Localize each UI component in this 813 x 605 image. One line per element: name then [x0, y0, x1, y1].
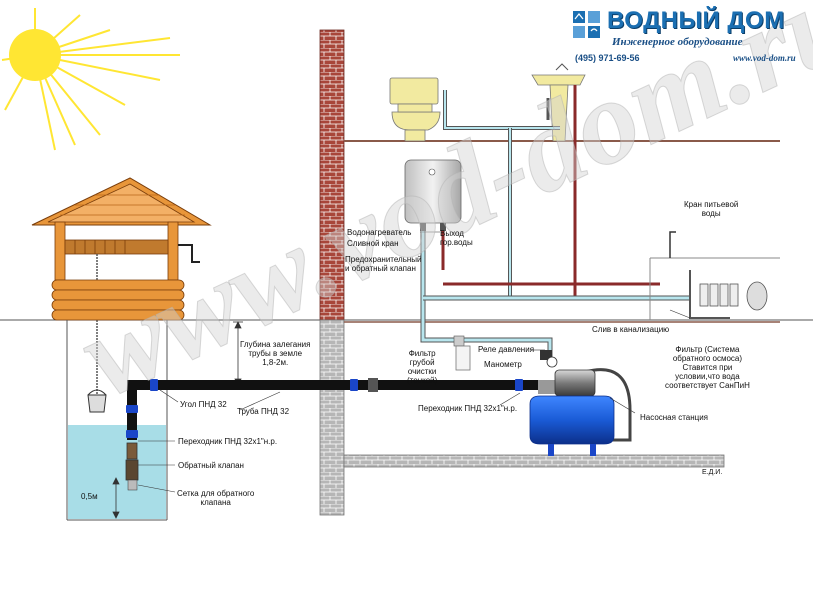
well-shaft: [66, 320, 168, 521]
label-pipe-depth: Глубина залегания трубы в земле 1,8-2м.: [240, 340, 311, 367]
supply-pipe: [125, 378, 540, 491]
label-angle-pnd: Угол ПНД 32: [180, 400, 227, 409]
house-wall: [319, 29, 345, 321]
brand-subtitle: Инженерное оборудование: [612, 36, 743, 48]
brand-title: ВОДНЫЙ ДОМ: [607, 7, 785, 34]
foundation-wall: [319, 319, 345, 516]
label-drink-tap: Кран питьевой воды: [684, 200, 739, 218]
coarse-filter-icon: [453, 335, 471, 371]
house-grid-icon: [573, 11, 600, 38]
label-drain-valve: Сливной кран: [347, 239, 399, 248]
pump-station-icon: [529, 350, 632, 456]
label-hot-outlet: Выход гор.воды: [440, 229, 473, 247]
upper-pipes: [443, 85, 577, 300]
label-sewer-drain: Слив в канализацию: [592, 325, 670, 334]
label-water-heater: Водонагреватель: [347, 228, 412, 237]
water-heater-icon: [404, 159, 462, 231]
label-pressure-switch: Реле давления: [478, 345, 535, 354]
basement-floor: [343, 454, 725, 468]
house-pipes: [420, 231, 730, 360]
brand-phone: (495) 971-69-56: [575, 53, 640, 63]
well-house: [31, 177, 212, 413]
label-pipe-pnd: Труба ПНД 32: [237, 407, 290, 416]
label-depth-05: 0,5м: [81, 492, 98, 501]
toilet-icon: [389, 77, 441, 142]
label-artist: Е.Д.И.: [702, 469, 723, 476]
label-check-valve: Обратный клапан: [178, 461, 244, 470]
label-mesh: Сетка для обратного клапана: [177, 489, 255, 507]
label-coarse-filter: Фильтр грубой очистки (тонкой): [407, 349, 438, 385]
label-ro-filter: Фильтр (Система обратного осмоса) Ставит…: [665, 345, 750, 390]
label-adapter-top: Переходник ПНД 32х1"н.р.: [418, 404, 518, 413]
brand-url[interactable]: www.vod-dom.ru: [733, 53, 796, 63]
sun-icon: [1, 8, 180, 151]
label-pump-station: Насосная станция: [640, 413, 709, 422]
label-manometer: Манометр: [484, 360, 522, 369]
leader-lines: [137, 231, 691, 493]
label-adapter-well: Переходник ПНД 32х1"н.р.: [178, 437, 278, 446]
ro-filter-icon: [649, 231, 780, 320]
label-safety-valve: Предохранительный и обратный клапан: [345, 255, 422, 273]
